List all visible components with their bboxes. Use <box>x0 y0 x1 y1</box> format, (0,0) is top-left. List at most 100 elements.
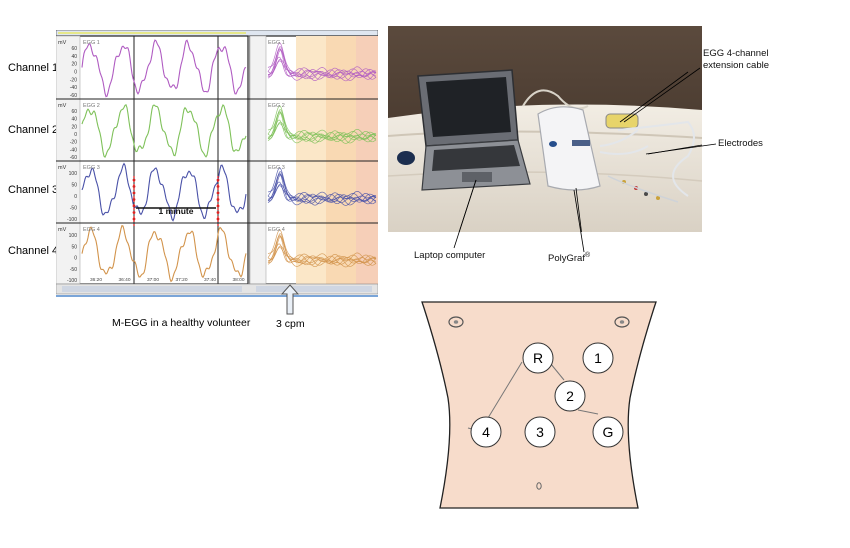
spectrum-line-3-6 <box>267 185 377 206</box>
spectrum-line-3-0 <box>267 167 377 202</box>
wire-R-4 <box>487 361 523 419</box>
y-tick-3-3: -50 <box>70 206 77 212</box>
spectrum-line-1-6 <box>267 60 377 81</box>
electrode-G: G <box>592 416 624 448</box>
y-tick-1-4: -20 <box>70 77 77 83</box>
y-tick-2-4: -20 <box>70 140 77 146</box>
time-tick-4: 37:40 <box>204 277 216 283</box>
y-tick-4-4: -100 <box>67 278 77 284</box>
marker-right-6 <box>216 217 220 221</box>
marker-right-2 <box>216 191 220 195</box>
y-tick-2-2: 20 <box>71 124 77 130</box>
unit-label-3: mV <box>58 165 67 171</box>
electrode-1: 1 <box>582 342 614 374</box>
marker-right-4 <box>216 204 220 208</box>
y-tick-3-1: 50 <box>71 183 77 189</box>
spectrum-name-1: EGG 1 <box>268 40 285 46</box>
spectrum-line-2-7 <box>267 121 377 144</box>
spectrum-line-4-7 <box>267 245 377 268</box>
egg-trace-2 <box>81 103 247 159</box>
electrode-R: R <box>522 342 554 374</box>
torso-body <box>421 301 657 509</box>
cable-label-line2: extension cable <box>703 60 770 71</box>
spectrum-line-4-0 <box>267 229 377 264</box>
marker-left-6 <box>132 217 136 221</box>
y-tick-1-1: 40 <box>71 54 77 60</box>
egg-trace-1 <box>81 39 247 98</box>
electrode-3: 3 <box>524 416 556 448</box>
spectrum-line-2-3 <box>267 109 377 142</box>
polygraf-label: PolyGraf® <box>548 252 590 264</box>
spectrum-line-4-3 <box>267 233 377 266</box>
spectrum-line-4-6 <box>267 247 377 268</box>
polygraf-name: PolyGraf <box>548 253 585 265</box>
electrode-4: 4 <box>470 416 502 448</box>
y-tick-2-3: 0 <box>74 132 77 138</box>
marker-left-2 <box>132 191 136 195</box>
electrode-R-label: R <box>533 350 543 366</box>
marker-left-5 <box>132 211 136 214</box>
trace-name-4: EGG 4 <box>83 227 100 233</box>
wire-2-G <box>577 409 599 415</box>
y-tick-4-0: 100 <box>69 233 78 239</box>
electrodes-label: Electrodes <box>718 138 763 149</box>
trace-name-2: EGG 2 <box>83 103 100 109</box>
electrode-2-label: 2 <box>566 388 574 404</box>
cable-label: EGG 4-channel extension cable <box>703 48 769 72</box>
y-tick-1-2: 20 <box>71 62 77 68</box>
cable-label-line1: EGG 4-channel <box>703 48 769 59</box>
marker-left-4 <box>132 204 136 208</box>
marker-left-0 <box>132 178 136 182</box>
photo-callout-lines <box>453 67 717 253</box>
unit-label-2: mV <box>58 103 67 109</box>
cpm-label: 3 cpm <box>276 318 305 330</box>
polygraf-registered-mark: ® <box>584 252 591 259</box>
left-nipple <box>448 316 464 328</box>
marker-left-3 <box>132 198 136 201</box>
y-tick-1-0: 60 <box>71 46 77 52</box>
y-tick-2-5: -40 <box>70 147 77 153</box>
egg-trace-3 <box>81 162 247 222</box>
spectrum-name-4: EGG 4 <box>268 227 285 233</box>
spectrum-line-1-3 <box>267 46 377 80</box>
spectrum-name-3: EGG 3 <box>268 165 285 171</box>
trace-name-3: EGG 3 <box>83 165 100 171</box>
spectrum-line-3-3 <box>267 171 377 204</box>
y-tick-3-0: 100 <box>69 171 78 177</box>
one-minute-label: 1 minute <box>159 206 194 216</box>
marker-right-0 <box>216 178 220 182</box>
channel-4-label: Channel 4 <box>8 245 59 257</box>
torso-diagram: R 1 2 4 3 G <box>421 301 657 509</box>
y-tick-4-1: 50 <box>71 244 77 250</box>
electrode-3-label: 3 <box>536 424 544 440</box>
navel <box>536 482 542 490</box>
spectrum-name-2: EGG 2 <box>268 103 285 109</box>
spectrum-line-2-6 <box>267 123 377 144</box>
marker-right-5 <box>216 211 220 214</box>
right-nipple <box>614 316 630 328</box>
channel-3-label: Channel 3 <box>8 184 59 196</box>
y-tick-4-3: -50 <box>70 267 77 273</box>
y-tick-3-2: 0 <box>74 194 77 200</box>
egg-caption: M-EGG in a healthy volunteer <box>112 317 251 329</box>
y-tick-1-3: 0 <box>74 70 77 76</box>
time-tick-2: 37:00 <box>147 277 159 283</box>
spectrum-line-2-0 <box>267 105 377 140</box>
trace-name-1: EGG 1 <box>83 40 100 46</box>
marker-right-3 <box>216 198 220 201</box>
y-tick-2-0: 60 <box>71 109 77 115</box>
electrode-4-label: 4 <box>482 424 490 440</box>
unit-label-1: mV <box>58 40 67 46</box>
marker-left-1 <box>132 185 136 188</box>
laptop-label: Laptop computer <box>414 250 486 261</box>
y-tick-1-5: -40 <box>70 85 77 91</box>
electrode-G-label: G <box>603 424 614 440</box>
equipment-photo <box>388 26 702 232</box>
y-tick-2-6: -60 <box>70 155 77 161</box>
y-tick-4-2: 0 <box>74 256 77 262</box>
channel-1-label: Channel 1 <box>8 62 59 74</box>
marker-right-1 <box>216 185 220 188</box>
spectrum-line-1-0 <box>267 42 377 78</box>
time-tick-0: 36:20 <box>90 277 102 283</box>
